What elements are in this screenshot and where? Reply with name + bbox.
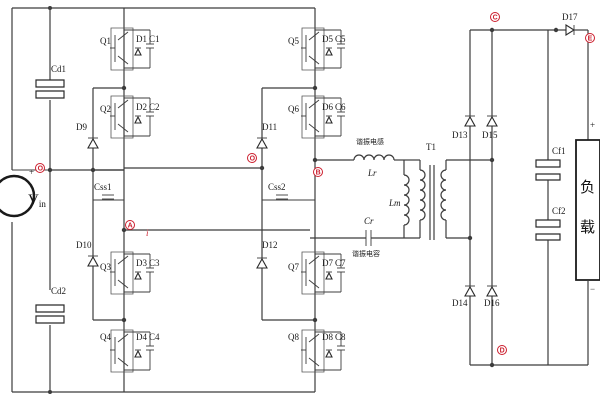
cr-note: 谐振电容 (352, 249, 380, 258)
d11-label: D11 (262, 122, 277, 132)
q1-label: Q1 (100, 36, 111, 46)
t1-label: T1 (426, 142, 436, 152)
switch-q5: Q5 D5 C5 (288, 28, 346, 70)
d12-label: D12 (262, 240, 278, 250)
d3-label: D3 (136, 258, 147, 268)
cd1-plate-top (36, 80, 64, 87)
d7-label: D7 (322, 258, 333, 268)
d2-label: D2 (136, 102, 147, 112)
c2-label: C2 (149, 102, 160, 112)
cf1-label: Cf1 (552, 146, 566, 156)
svg-text:O: O (38, 166, 44, 173)
c5-label: C5 (335, 34, 346, 44)
svg-text:A: A (128, 223, 133, 230)
node-marker-e: E (586, 34, 595, 43)
c3-label: C3 (149, 258, 160, 268)
d17-label: D17 (562, 12, 578, 22)
svg-text:C: C (493, 15, 498, 22)
load-plus-label: + (590, 120, 595, 130)
svg-text:O: O (250, 156, 256, 163)
resonant-tank: 谐振电感 Lr Lm Cr 谐振电容 (310, 137, 425, 258)
d15-label: D15 (482, 130, 498, 140)
cd2-plate-bottom (36, 316, 64, 323)
cd2-plate-top (36, 305, 64, 312)
node-marker-a: A (126, 221, 135, 230)
switch-q7: Q7 D7 C7 (288, 252, 346, 294)
cd1-plate-bottom (36, 91, 64, 98)
diode-d16: D16 (484, 286, 500, 308)
node-marker-d: D (498, 346, 507, 355)
q3-label: Q3 (100, 262, 111, 272)
c8-label: C8 (335, 332, 346, 342)
right-bridge-leg: Q5 D5 C5 Q6 D6 C6 (124, 8, 350, 392)
c4-label: C4 (149, 332, 160, 342)
cd2-label: Cd2 (51, 286, 66, 296)
d10-label: D10 (76, 240, 92, 250)
load-minus-label: − (590, 284, 595, 294)
load-resistor: 负 载 + − (576, 30, 600, 365)
current-marker: i (146, 228, 149, 238)
svg-text:D: D (500, 348, 505, 355)
cf2-label: Cf2 (552, 206, 566, 216)
load-label-bottom: 载 (580, 218, 595, 236)
node-marker-o-left: O (36, 164, 45, 173)
dc-input-section: + Vin Cd1 Cd2 (0, 6, 315, 394)
switch-q8: Q8 D8 C8 (288, 330, 346, 372)
left-bridge-leg: Q1 D1 C1 Q2 D2 C2 (76, 8, 310, 392)
lm-label: Lm (388, 198, 401, 208)
output-rectifier: D13 D15 D14 D16 (452, 27, 556, 368)
d1-label: D1 (136, 34, 147, 44)
diode-d14: D14 (452, 286, 476, 308)
flying-cap-css2: Css2 (262, 182, 315, 200)
d16-label: D16 (484, 298, 500, 308)
node-marker-c: C (491, 13, 500, 22)
q4-label: Q4 (100, 332, 111, 342)
switch-q3: Q3 D3 C3 (100, 252, 160, 294)
cd1-label: Cd1 (51, 64, 66, 74)
d8-label: D8 (322, 332, 333, 342)
c6-label: C6 (335, 102, 346, 112)
diode-d13: D13 (452, 116, 476, 140)
css1-label: Css1 (94, 182, 112, 192)
flying-cap-css1: Css1 (93, 182, 124, 200)
svg-text:B: B (316, 170, 321, 177)
source-label: Vin (28, 192, 46, 209)
clamp-diode-d9: D9 (76, 122, 99, 149)
clamp-diode-d10: D10 (76, 240, 99, 267)
q5-label: Q5 (288, 36, 299, 46)
d5-label: D5 (322, 34, 333, 44)
cr-label: Cr (364, 216, 374, 226)
q6-label: Q6 (288, 104, 299, 114)
d9-label: D9 (76, 122, 87, 132)
d14-label: D14 (452, 298, 468, 308)
switch-q2: Q2 D2 C2 (100, 96, 160, 138)
source-plus-label: + (29, 167, 34, 177)
svg-text:E: E (588, 36, 593, 43)
diode-d15: D15 (482, 116, 498, 140)
voltage-source-symbol (0, 176, 34, 216)
switch-q4: Q4 D4 C4 (100, 330, 160, 372)
lr-label: Lr (367, 168, 377, 178)
q2-label: Q2 (100, 104, 111, 114)
load-label-top: 负 (580, 178, 595, 196)
clamp-diode-d12: D12 (256, 240, 278, 269)
switch-q1: Q1 D1 C1 (100, 28, 160, 70)
switch-q6: Q6 D6 C6 (288, 96, 346, 138)
node-marker-b: B (314, 168, 323, 177)
lr-note: 谐振电感 (356, 137, 384, 146)
transformer-t1: T1 (426, 142, 492, 240)
d6-label: D6 (322, 102, 333, 112)
css2-label: Css2 (268, 182, 286, 192)
c1-label: C1 (149, 34, 160, 44)
clamp-diode-d11: D11 (256, 122, 277, 149)
d13-label: D13 (452, 130, 468, 140)
q8-label: Q8 (288, 332, 299, 342)
c7-label: C7 (335, 258, 346, 268)
q7-label: Q7 (288, 262, 299, 272)
node-marker-o-right: O (248, 154, 257, 163)
d4-label: D4 (136, 332, 147, 342)
output-filter: D17 Cf1 Cf2 (536, 12, 588, 365)
